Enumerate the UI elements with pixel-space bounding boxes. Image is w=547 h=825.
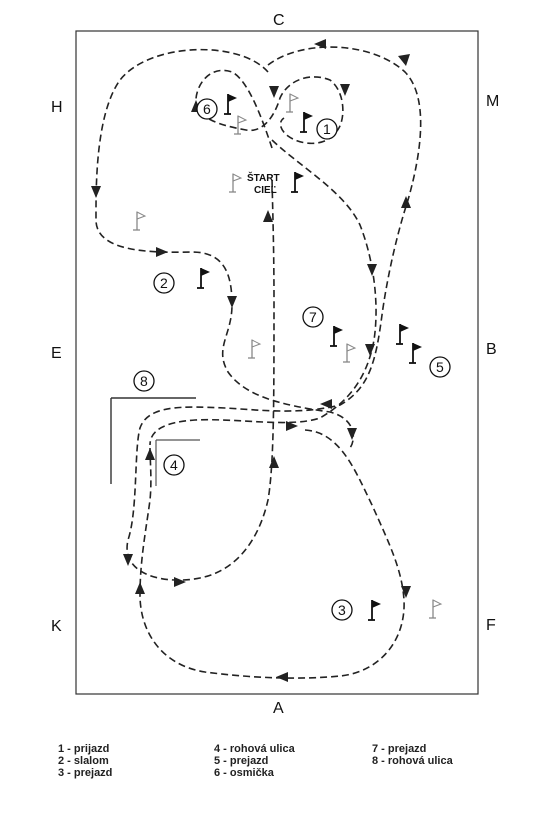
- arrow-3: [227, 296, 237, 308]
- route-lower-loop: [139, 429, 405, 679]
- flag-icon: [299, 111, 314, 133]
- route-outer-right: [126, 46, 422, 581]
- svg-text:5: 5: [436, 359, 444, 375]
- flag-icon: [408, 342, 423, 364]
- legend-column-2: 4 - rohová ulica 5 - prejazd 6 - osmička: [214, 743, 295, 779]
- arena-letter-right-lower: F: [486, 617, 496, 634]
- legend-item: 1 - prijazd: [58, 743, 110, 755]
- obstacle-marker-1: 1: [316, 118, 338, 140]
- svg-text:2: 2: [160, 275, 168, 291]
- obstacle-marker-3: 3: [331, 599, 353, 621]
- arena-letter-right-middle: B: [486, 341, 497, 358]
- flag-icon: [285, 93, 299, 113]
- flag-icon: [342, 343, 356, 363]
- svg-text:3: 3: [338, 602, 346, 618]
- obstacle-marker-4: 4: [163, 454, 185, 476]
- svg-text:4: 4: [170, 457, 178, 473]
- legend-column-3: 7 - prejazd 8 - rohová ulica: [372, 743, 453, 767]
- arena-border: [75, 30, 479, 695]
- arrow-6: [314, 39, 326, 49]
- arrow-5: [365, 344, 375, 356]
- legend-item: 5 - prejazd: [214, 755, 269, 767]
- arrow-1: [91, 186, 101, 198]
- arrow-19: [174, 577, 186, 587]
- flag-icon: [233, 115, 247, 135]
- flag-icon: [395, 323, 410, 345]
- arrow-4: [367, 264, 377, 276]
- arena-letter-left-middle: E: [51, 345, 62, 362]
- arena-letter-left-upper: H: [51, 99, 63, 116]
- arrow-15: [320, 399, 332, 409]
- legend-item: 7 - prejazd: [372, 743, 427, 755]
- finish-label: CIEĽ: [254, 185, 277, 196]
- arrow-18: [135, 582, 145, 594]
- svg-text:8: 8: [140, 373, 148, 389]
- arrow-13: [269, 456, 279, 468]
- legend-item: 2 - slalom: [58, 755, 109, 767]
- arrow-2: [156, 247, 168, 257]
- arrow-16: [145, 448, 155, 460]
- arrow-21: [276, 672, 288, 682]
- arena-letter-bottom: A: [273, 700, 284, 717]
- flag-icon: [132, 211, 146, 231]
- svg-text:1: 1: [323, 121, 331, 137]
- arrow-17: [123, 554, 133, 566]
- flag-icon: [428, 599, 442, 619]
- legend-column-1: 1 - prijazd 2 - slalom 3 - prejazd: [58, 743, 112, 779]
- arrow-20: [401, 586, 411, 598]
- flag-icon: [196, 267, 211, 289]
- start-label: ŠTART: [247, 171, 280, 184]
- obstacle-marker-7: 7: [302, 306, 324, 328]
- arena-letter-right-upper: M: [486, 93, 499, 110]
- flag-icon: [367, 599, 382, 621]
- arena-letter-left-lower: K: [51, 618, 62, 635]
- legend-item: 3 - prejazd: [58, 767, 113, 779]
- arrow-12: [263, 210, 273, 222]
- svg-text:6: 6: [203, 101, 211, 117]
- legend-item: 4 - rohová ulica: [214, 743, 295, 755]
- route-center-diagonal: [149, 139, 377, 446]
- corner-lane-8: [110, 397, 196, 484]
- flag-icon: [290, 171, 305, 193]
- flag-icon: [247, 339, 261, 359]
- arrow-22: [286, 421, 298, 431]
- flag-icon: [228, 173, 242, 193]
- arrow-10: [340, 84, 350, 96]
- obstacle-marker-2: 2: [153, 272, 175, 294]
- svg-text:7: 7: [309, 309, 317, 325]
- arrow-11: [269, 86, 279, 98]
- arrow-14: [347, 428, 357, 440]
- flag-icon: [329, 325, 344, 347]
- legend-item: 6 - osmička: [214, 767, 274, 779]
- obstacle-marker-6: 6: [196, 98, 218, 120]
- route-outer-left: [95, 48, 355, 451]
- arrow-8: [401, 196, 411, 208]
- arrow-7: [398, 54, 410, 66]
- obstacle-marker-5: 5: [429, 356, 451, 378]
- corner-lane-4: [155, 439, 200, 486]
- legend-item: 8 - rohová ulica: [372, 755, 453, 767]
- flag-icon: [223, 93, 238, 115]
- arena-letter-top: C: [273, 12, 285, 29]
- route-figure-eight: [195, 69, 344, 149]
- obstacle-marker-8: 8: [133, 370, 155, 392]
